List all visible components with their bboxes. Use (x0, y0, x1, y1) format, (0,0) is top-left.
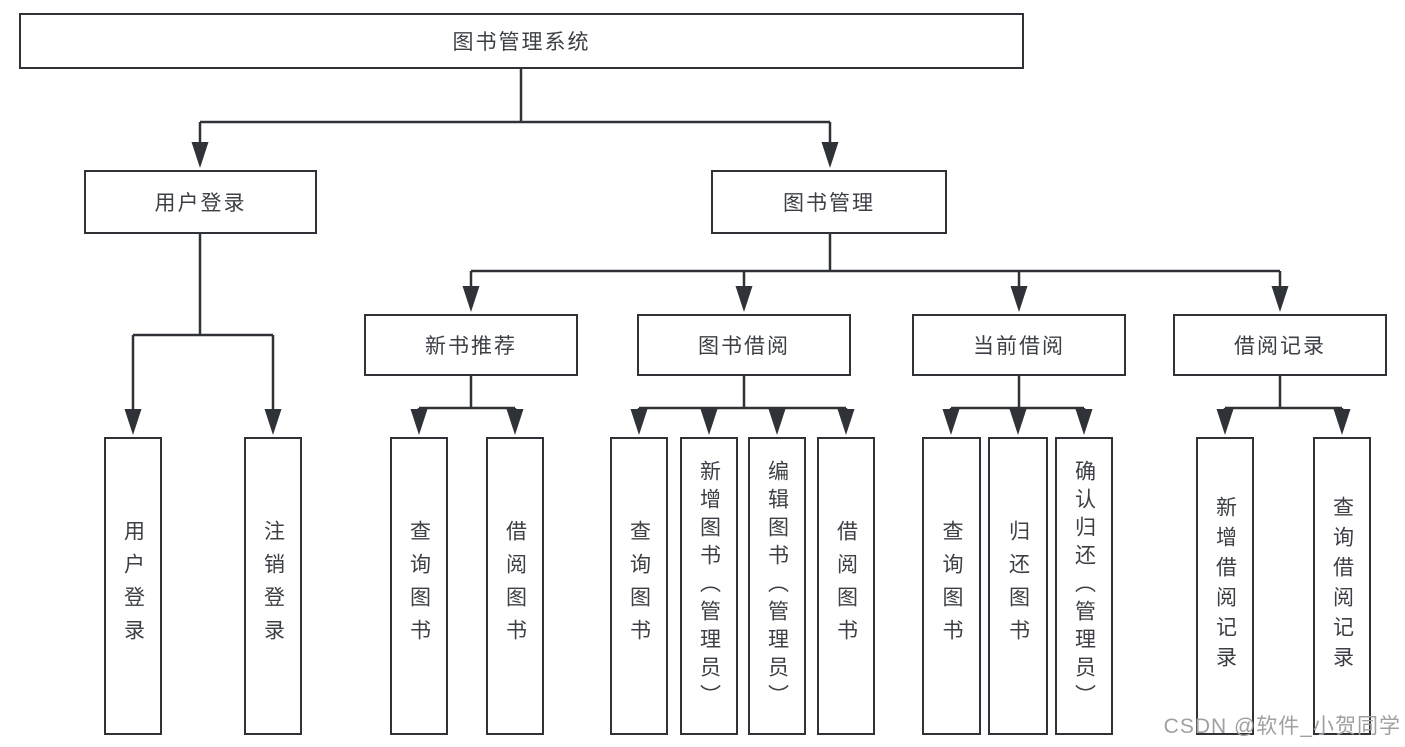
node-leaf-edit-books-admin: 编辑图书（管理员） (748, 437, 806, 735)
arrowhead-icon (1075, 409, 1093, 435)
node-label: 查询借阅记录 (1330, 496, 1354, 676)
arrowhead-icon (264, 409, 282, 435)
node-borrow-records: 借阅记录 (1173, 314, 1387, 376)
node-label: 借阅记录 (1234, 335, 1326, 358)
node-label: 借阅图书 (503, 520, 527, 652)
connector-current-borrow-children (949, 376, 1086, 412)
connector-user-login-children (131, 234, 275, 412)
arrowhead-icon (1009, 409, 1027, 435)
arrowhead-icon (1010, 286, 1028, 312)
connector-book-borrow-children (637, 376, 848, 412)
node-label: 用户登录 (121, 520, 145, 652)
node-label: 用户登录 (154, 192, 247, 215)
node-leaf-return-books: 归还图书 (988, 437, 1048, 735)
arrowhead-icon (410, 409, 428, 435)
connector-borrow-records-children (1223, 376, 1344, 412)
node-label: 图书管理系统 (452, 31, 591, 54)
node-leaf-confirm-return-admin: 确认归还（管理员） (1055, 437, 1113, 735)
node-leaf-borrow-books-1: 借阅图书 (486, 437, 544, 735)
arrowhead-icon (1271, 286, 1289, 312)
node-leaf-logout: 注销登录 (244, 437, 302, 735)
node-user-login-branch: 用户登录 (84, 170, 317, 234)
arrowhead-icon (700, 409, 718, 435)
arrowhead-icon (942, 409, 960, 435)
csdn-watermark: CSDN @软件_小贺同学 (1163, 715, 1401, 738)
node-label: 新增借阅记录 (1213, 496, 1237, 676)
arrowheads (124, 142, 1351, 435)
node-label: 查询图书 (940, 520, 963, 652)
arrowhead-icon (124, 409, 142, 435)
arrowhead-icon (630, 409, 648, 435)
arrowhead-icon (1333, 409, 1351, 435)
node-current-borrow: 当前借阅 (912, 314, 1126, 376)
node-leaf-query-books-3: 查询图书 (922, 437, 981, 735)
node-new-book-recommend: 新书推荐 (364, 314, 578, 376)
node-label: 图书借阅 (698, 335, 790, 358)
connector-new-book-rec-children (417, 376, 517, 412)
node-root: 图书管理系统 (19, 13, 1024, 69)
node-book-management: 图书管理 (711, 170, 947, 234)
node-leaf-query-books-2: 查询图书 (610, 437, 668, 735)
connector-root-to-level2 (198, 69, 832, 146)
arrowhead-icon (462, 286, 480, 312)
node-label: 注销登录 (261, 520, 285, 652)
node-leaf-query-books-1: 查询图书 (390, 437, 448, 735)
arrowhead-icon (1216, 409, 1234, 435)
node-book-borrow: 图书借阅 (637, 314, 851, 376)
node-leaf-add-books-admin: 新增图书（管理员） (680, 437, 738, 735)
node-label: 归还图书 (1006, 520, 1030, 652)
node-label: 借阅图书 (834, 520, 858, 652)
node-leaf-borrow-books-2: 借阅图书 (817, 437, 875, 735)
connector-book-mgmt-to-level3 (469, 234, 1282, 289)
arrowhead-icon (768, 409, 786, 435)
node-label: 图书管理 (783, 192, 875, 215)
arrowhead-icon (191, 142, 209, 168)
node-label: 查询图书 (627, 520, 651, 652)
node-leaf-query-borrow-record: 查询借阅记录 (1313, 437, 1371, 735)
node-label: 确认归还（管理员） (1072, 460, 1096, 712)
node-label: 新书推荐 (425, 335, 517, 358)
arrowhead-icon (837, 409, 855, 435)
node-leaf-add-borrow-record: 新增借阅记录 (1196, 437, 1254, 735)
arrowhead-icon (506, 409, 524, 435)
node-label: 编辑图书（管理员） (765, 460, 789, 712)
node-label: 查询图书 (407, 520, 431, 652)
arrowhead-icon (735, 286, 753, 312)
node-label: 当前借阅 (973, 335, 1065, 358)
arrowhead-icon (821, 142, 839, 168)
node-label: 新增图书（管理员） (697, 460, 721, 712)
node-leaf-user-login: 用户登录 (104, 437, 162, 735)
